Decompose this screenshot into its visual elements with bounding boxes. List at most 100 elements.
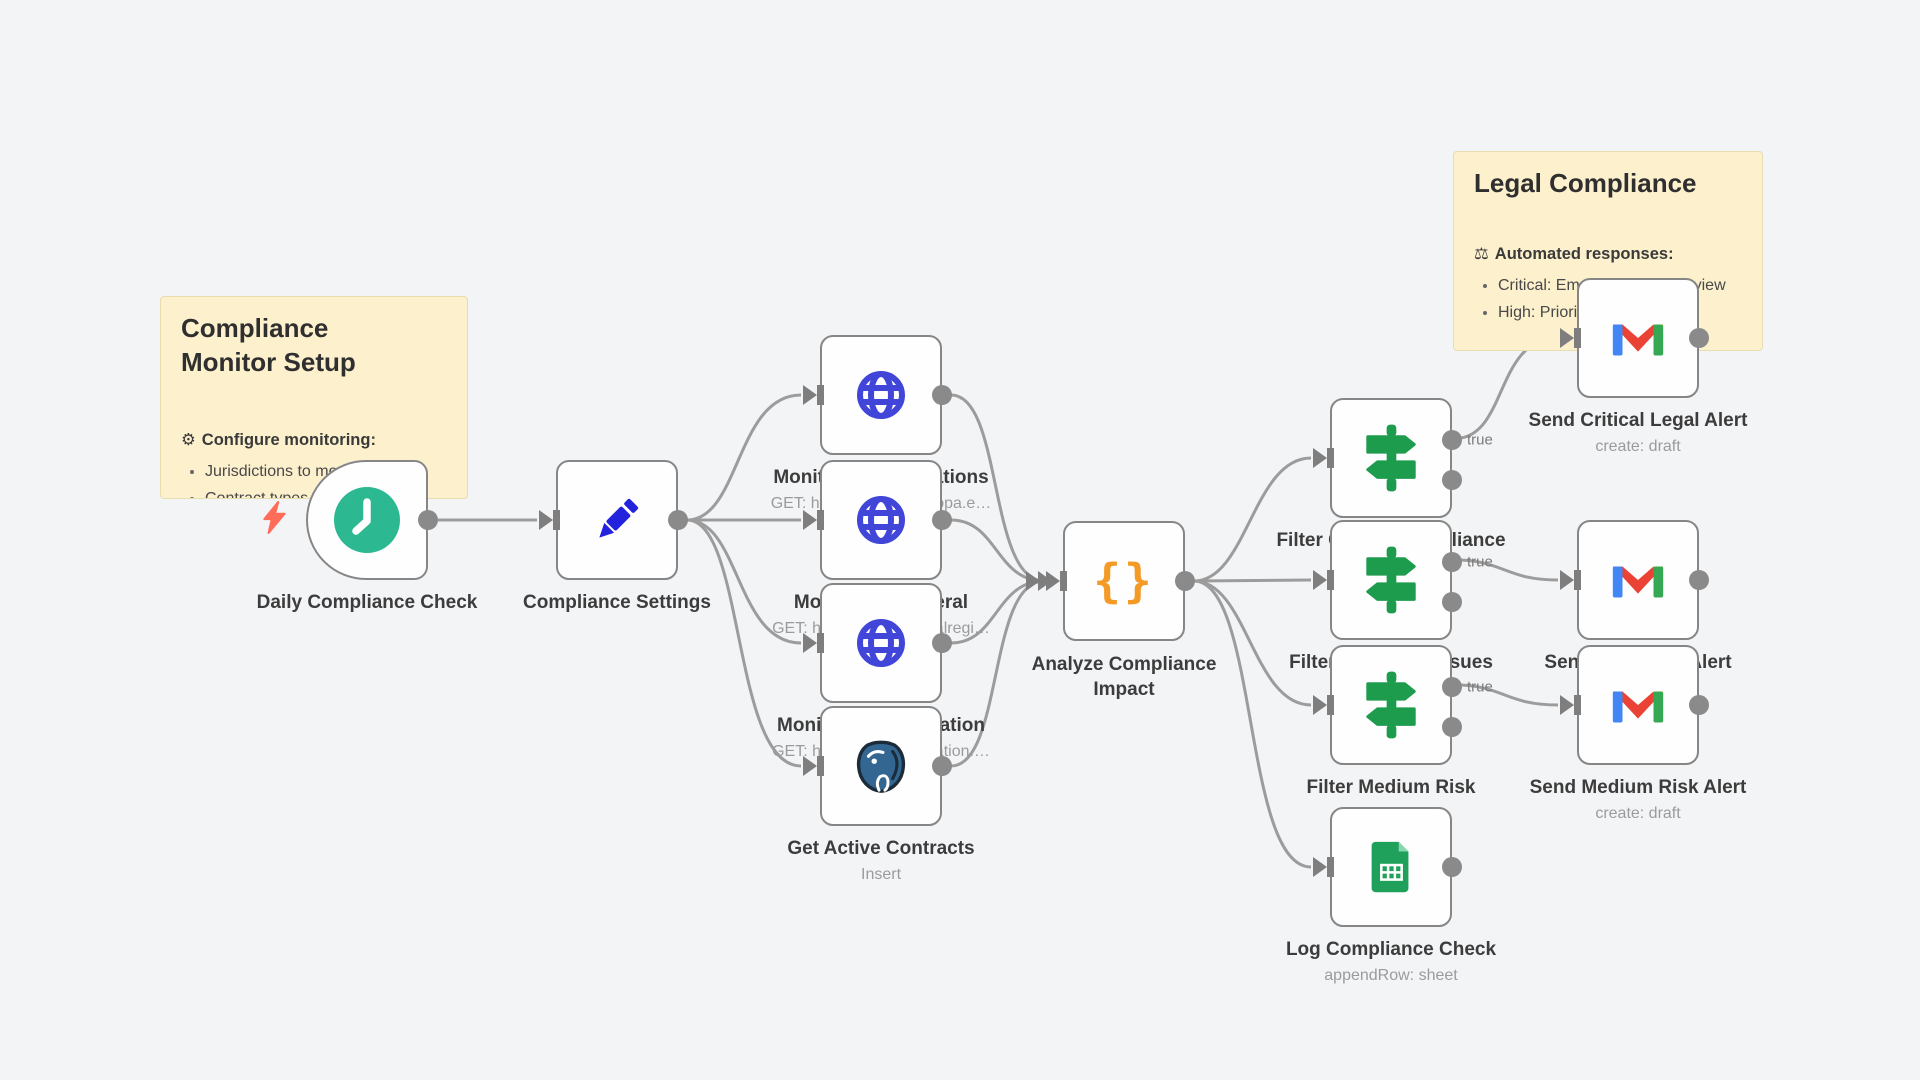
node-box[interactable] xyxy=(1560,645,1709,765)
node-subtitle: create: draft xyxy=(1595,805,1681,822)
connection[interactable] xyxy=(950,393,1045,583)
code-braces-icon: {} xyxy=(1093,554,1155,608)
output-port[interactable] xyxy=(932,633,952,653)
node-filter-critical-compliance[interactable]: true Filter Critical Compliance xyxy=(1276,398,1506,551)
node-send-high-risk-alert[interactable]: Send High Risk Alert create: draft xyxy=(1544,520,1732,697)
gmail-icon xyxy=(1612,566,1664,598)
node-analyze-compliance-impact[interactable]: {} Analyze Compliance Impact xyxy=(1032,521,1216,700)
output-port-true[interactable] xyxy=(1442,552,1462,572)
node-label: Send Critical Legal Alert xyxy=(1528,410,1748,431)
trigger-lightning-icon[interactable] xyxy=(260,501,290,535)
node-monitor-uk-legislation[interactable]: Monitor UK Legislation GET: https://www.… xyxy=(772,583,990,760)
if-signpost-icon xyxy=(1366,546,1416,614)
node-label: Compliance Settings xyxy=(523,592,711,613)
globe-icon xyxy=(857,371,905,419)
sticky-heading: ⚙Configure monitoring: xyxy=(181,430,376,449)
output-label-true: true xyxy=(1467,553,1493,571)
sticky-note-compliance-monitor-setup[interactable]: Compliance Monitor Setup ⚙Configure moni… xyxy=(160,296,468,499)
input-port[interactable] xyxy=(1046,569,1068,593)
output-port[interactable] xyxy=(1689,570,1709,590)
gmail-icon xyxy=(1612,324,1664,356)
connection[interactable] xyxy=(1460,558,1559,582)
output-port[interactable] xyxy=(1689,328,1709,348)
output-port-false[interactable] xyxy=(1442,592,1462,612)
node-box[interactable] xyxy=(539,460,688,580)
sticky-heading: ⚖Automated responses: xyxy=(1474,245,1674,264)
connection[interactable] xyxy=(950,579,1045,768)
node-label: Daily Compliance Check xyxy=(256,592,478,613)
output-port-true[interactable] xyxy=(1442,430,1462,450)
converging-arrowheads xyxy=(1026,571,1052,591)
output-port[interactable] xyxy=(668,510,688,530)
node-label: Send Medium Risk Alert xyxy=(1529,777,1747,798)
output-port-false[interactable] xyxy=(1442,470,1462,490)
connection[interactable] xyxy=(1193,579,1312,707)
node-box[interactable] xyxy=(803,335,952,455)
connection[interactable] xyxy=(1193,578,1312,583)
node-box[interactable]: true xyxy=(1313,398,1493,518)
input-port[interactable] xyxy=(803,383,825,407)
input-port[interactable] xyxy=(1560,568,1582,592)
node-box[interactable] xyxy=(1560,520,1709,640)
node-box[interactable] xyxy=(803,460,952,580)
node-label: Get Active Contracts xyxy=(787,838,975,859)
input-port[interactable] xyxy=(1313,446,1335,470)
node-monitor-eu-regulations[interactable]: Monitor EU Regulations GET: https://eur-… xyxy=(771,335,991,512)
clock-icon xyxy=(334,487,400,553)
connection[interactable] xyxy=(1193,456,1312,583)
if-signpost-icon xyxy=(1366,671,1416,739)
node-daily-compliance-check[interactable]: Daily Compliance Check xyxy=(257,460,477,613)
node-box[interactable] xyxy=(1560,278,1709,398)
connection[interactable] xyxy=(1460,683,1559,707)
node-get-active-contracts[interactable]: Get Active Contracts Insert xyxy=(787,706,975,883)
input-port[interactable] xyxy=(1313,693,1335,717)
output-port-false[interactable] xyxy=(1442,717,1462,737)
google-sheets-icon xyxy=(1371,841,1409,893)
node-box[interactable]: true xyxy=(1313,520,1493,640)
output-port[interactable] xyxy=(418,510,438,530)
input-port[interactable] xyxy=(539,508,561,532)
node-monitor-us-federal[interactable]: Monitor US Federal GET: https://www.fede… xyxy=(772,460,990,637)
node-box[interactable] xyxy=(803,583,952,703)
output-port[interactable] xyxy=(932,385,952,405)
output-port[interactable] xyxy=(1442,857,1462,877)
node-subtitle: create: draft xyxy=(1595,438,1681,455)
node-box[interactable]: true xyxy=(1313,645,1493,765)
scales-icon: ⚖ xyxy=(1474,245,1489,264)
output-port[interactable] xyxy=(932,510,952,530)
node-send-critical-legal-alert[interactable]: Send Critical Legal Alert create: draft xyxy=(1529,278,1747,455)
input-port[interactable] xyxy=(1560,326,1582,350)
sticky-bullet: Contract types to check xyxy=(205,485,447,498)
node-send-medium-risk-alert[interactable]: Send Medium Risk Alert create: draft xyxy=(1530,645,1746,822)
output-port[interactable] xyxy=(1175,571,1195,591)
node-box[interactable] xyxy=(306,460,438,580)
input-port[interactable] xyxy=(1313,855,1335,879)
node-box[interactable] xyxy=(803,706,952,826)
connection[interactable] xyxy=(1193,579,1312,869)
input-port[interactable] xyxy=(803,631,825,655)
output-port-true[interactable] xyxy=(1442,677,1462,697)
input-port[interactable] xyxy=(803,508,825,532)
node-box[interactable]: {} xyxy=(1046,521,1195,641)
output-label-true: true xyxy=(1467,678,1493,696)
pencil-icon xyxy=(599,498,639,538)
node-label: Log Compliance Check xyxy=(1285,939,1497,960)
input-port[interactable] xyxy=(1313,568,1335,592)
input-port[interactable] xyxy=(803,754,825,778)
output-port[interactable] xyxy=(932,756,952,776)
connection[interactable] xyxy=(686,518,802,645)
node-subtitle: Insert xyxy=(860,866,902,883)
node-filter-high-risk-issues[interactable]: true Filter High Risk Issues xyxy=(1289,520,1493,673)
connection[interactable] xyxy=(686,518,802,768)
input-port[interactable] xyxy=(1560,693,1582,717)
node-box[interactable] xyxy=(1313,807,1462,927)
node-label: Filter Medium Risk xyxy=(1306,777,1476,798)
connection[interactable] xyxy=(950,518,1045,583)
node-subtitle: appendRow: sheet xyxy=(1324,967,1458,984)
node-compliance-settings[interactable]: Compliance Settings xyxy=(523,460,711,613)
node-log-compliance-check[interactable]: Log Compliance Check appendRow: sheet xyxy=(1286,807,1496,984)
node-filter-medium-risk[interactable]: true Filter Medium Risk xyxy=(1307,645,1493,798)
output-port[interactable] xyxy=(1689,695,1709,715)
connection[interactable] xyxy=(686,393,802,522)
